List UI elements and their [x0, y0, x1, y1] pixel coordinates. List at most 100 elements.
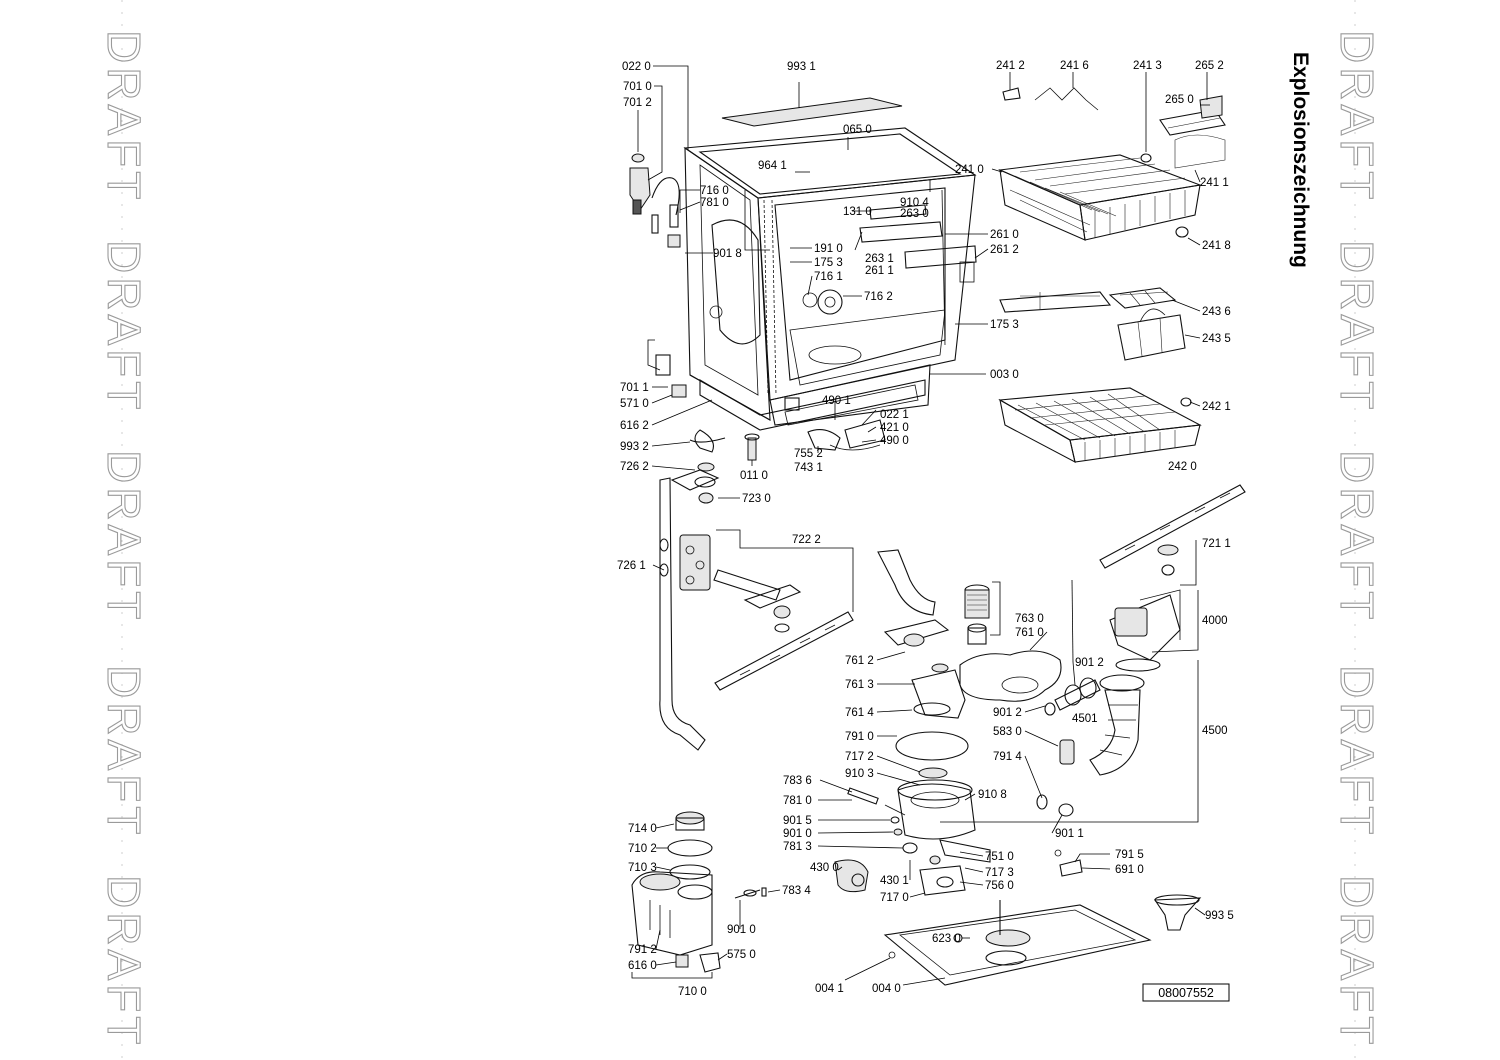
- upper-basket: [997, 87, 1226, 313]
- part-label: 241 8: [1202, 240, 1231, 252]
- page-title: Explosionszeichnung: [1289, 52, 1312, 268]
- part-label: 993 5: [1205, 910, 1234, 922]
- part-label: 791 2: [628, 944, 657, 956]
- leader-lines: [631, 65, 1210, 986]
- part-label: 241 3: [1133, 60, 1162, 72]
- part-label: 964 1: [758, 160, 787, 172]
- part-label: 701 1: [620, 382, 649, 394]
- part-label: 723 0: [742, 493, 771, 505]
- part-label: 241 0: [955, 164, 984, 176]
- part-label: 571 0: [620, 398, 649, 410]
- sump-assembly: [834, 484, 1246, 931]
- spray-arm-upper: [659, 462, 854, 751]
- part-label: 716 0: [700, 185, 729, 197]
- watermark-text: DRAFT: [1331, 875, 1383, 1048]
- watermark-text: DRAFT: [1331, 30, 1383, 203]
- part-label: 717 2: [845, 751, 874, 763]
- part-label: 716 2: [864, 291, 893, 303]
- part-label: 242 1: [1202, 401, 1231, 413]
- part-label: 004 0: [872, 983, 901, 995]
- part-label: 022 1: [880, 409, 909, 421]
- part-label: 721 1: [1202, 538, 1231, 550]
- part-label: 781 3: [783, 841, 812, 853]
- part-label: 751 0: [985, 851, 1014, 863]
- part-label: 756 0: [985, 880, 1014, 892]
- part-label: 022 0: [622, 61, 651, 73]
- part-label: 993 2: [620, 441, 649, 453]
- base-plate: [883, 900, 1152, 986]
- part-label: 691 0: [1115, 864, 1144, 876]
- part-label: 717 3: [985, 867, 1014, 879]
- part-label: 243 6: [1202, 306, 1231, 318]
- part-label: 242 0: [1168, 461, 1197, 473]
- part-label: 616 0: [628, 960, 657, 972]
- part-label: 710 3: [628, 862, 657, 874]
- part-label: 755 2: [794, 448, 823, 460]
- part-label: 791 5: [1115, 849, 1144, 861]
- part-label: 901 0: [783, 828, 812, 840]
- part-label: 716 1: [814, 271, 843, 283]
- part-label: 175 3: [990, 319, 1019, 331]
- drawing-number-box: 08007552: [1142, 983, 1230, 1002]
- part-label: 243 5: [1202, 333, 1231, 345]
- part-label: 993 1: [787, 61, 816, 73]
- part-label: 901 2: [1075, 657, 1104, 669]
- part-label: 490 0: [880, 435, 909, 447]
- cabinet-tub: [683, 97, 977, 431]
- part-label: 743 1: [794, 462, 823, 474]
- part-label: 710 2: [628, 843, 657, 855]
- part-label: 910 4: [900, 197, 929, 209]
- part-label: 901 8: [713, 248, 742, 260]
- part-label: 761 0: [1015, 627, 1044, 639]
- part-label: 761 4: [845, 707, 874, 719]
- part-label: 004 1: [815, 983, 844, 995]
- part-label: 575 0: [727, 949, 756, 961]
- part-label: 616 2: [620, 420, 649, 432]
- part-label: 726 1: [617, 560, 646, 572]
- part-label: 490 1: [822, 395, 851, 407]
- part-label: 4501: [1072, 713, 1098, 725]
- part-label: 701 0: [623, 81, 652, 93]
- part-label: 583 0: [993, 726, 1022, 738]
- part-labels: 022 0 701 0 701 2 993 1 065 0 964 1 716 …: [617, 60, 1234, 998]
- part-label: 781 0: [700, 197, 729, 209]
- watermark-left: DRAFT DRAFT DRAFT DRAFT DRAFT: [97, 0, 151, 1060]
- part-label: 761 2: [845, 655, 874, 667]
- watermark-text: DRAFT: [98, 240, 150, 413]
- part-label: 901 2: [993, 707, 1022, 719]
- part-label: 263 1: [865, 253, 894, 265]
- watermark-right: DRAFT DRAFT DRAFT DRAFT DRAFT: [1330, 0, 1384, 1060]
- part-label: 175 3: [814, 257, 843, 269]
- part-label: 065 0: [843, 124, 872, 136]
- inlet-components: [629, 153, 886, 461]
- part-label: 726 2: [620, 461, 649, 473]
- part-label: 901 0: [727, 924, 756, 936]
- watermark-text: DRAFT: [1331, 240, 1383, 413]
- part-label: 783 6: [783, 775, 812, 787]
- part-label: 781 0: [783, 795, 812, 807]
- part-label: 265 0: [1165, 94, 1194, 106]
- drawing-number: 08007552: [1158, 986, 1214, 1000]
- part-label: 910 8: [978, 789, 1007, 801]
- part-label: 263 0: [900, 208, 929, 220]
- part-label: 722 2: [792, 534, 821, 546]
- part-label: 901 5: [783, 815, 812, 827]
- part-label: 791 4: [993, 751, 1022, 763]
- part-label: 011 0: [740, 470, 768, 482]
- part-label: 717 0: [880, 892, 909, 904]
- watermark-text: DRAFT: [1331, 450, 1383, 623]
- part-label: 714 0: [628, 823, 657, 835]
- part-label: 241 6: [1060, 60, 1089, 72]
- part-label: 430 1: [880, 875, 909, 887]
- water-softener: [631, 811, 767, 973]
- part-label: 910 3: [845, 768, 874, 780]
- part-label: 901 1: [1055, 828, 1084, 840]
- part-label: 791 0: [845, 731, 874, 743]
- part-label: 4000: [1202, 615, 1228, 627]
- part-label: 241 1: [1200, 177, 1229, 189]
- part-label: 003 0: [990, 369, 1019, 381]
- watermark-text: DRAFT: [98, 450, 150, 623]
- part-label: 261 0: [990, 229, 1019, 241]
- part-label: 701 2: [623, 97, 652, 109]
